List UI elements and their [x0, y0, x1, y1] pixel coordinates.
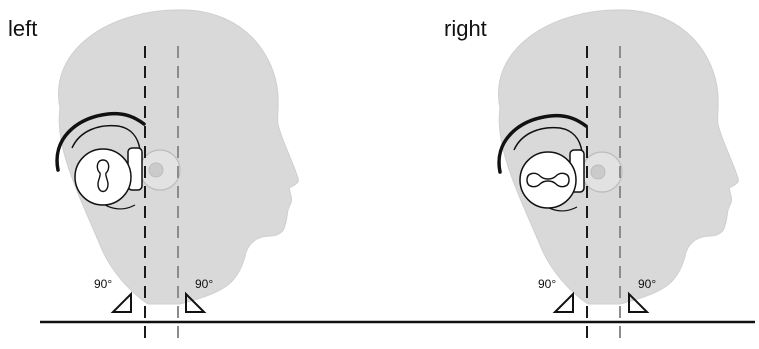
svg-text:90°: 90° — [195, 277, 213, 291]
svg-text:90°: 90° — [94, 277, 112, 291]
svg-text:90°: 90° — [538, 277, 556, 291]
svg-text:90°: 90° — [638, 277, 656, 291]
